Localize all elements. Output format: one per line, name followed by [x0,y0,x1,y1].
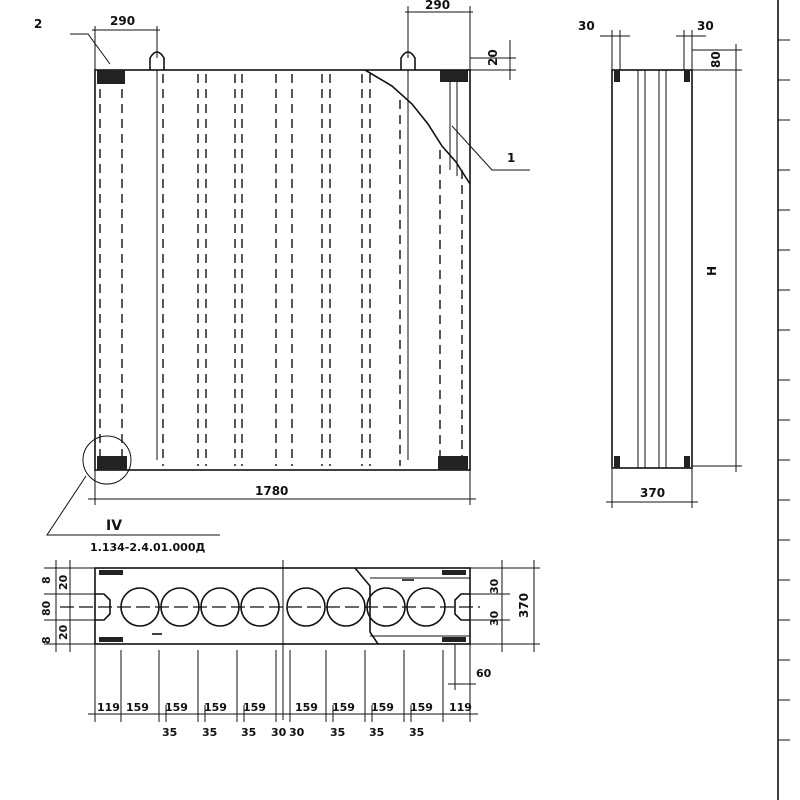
embed-plate [442,637,466,642]
side-dimensions [600,30,742,508]
dim-side-left: 30 [578,19,595,33]
dim-top-offset: 20 [486,49,500,66]
embed-plate [97,456,127,470]
embed-plate [614,456,620,468]
dim-side-width: 370 [640,486,665,500]
front-dimensions [70,6,530,505]
callout-2: 2 [34,17,42,31]
sheet-frame [777,0,790,800]
detail-ref: IV [106,518,122,534]
dim-sec-60: 60 [476,667,492,680]
dim-sec-30-top: 30 [488,578,501,594]
side-view [611,69,693,469]
section-left-dimensions [44,560,95,652]
dim-side-right: 30 [697,19,714,33]
sub-dim-label: 35 [241,726,256,739]
sub-dim-label: 35 [369,726,384,739]
bottom-dim-label: 159 [243,701,266,714]
embed-plate [442,570,466,575]
sub-dim-label: 35 [409,726,424,739]
doc-ref: 1.134-2.4.01.000Д [90,541,205,554]
dim-sec-80: 80 [40,600,53,616]
embed-plate [97,70,125,84]
dim-top-right: 290 [425,0,450,12]
bottom-dimension-labels: 119 159 159 159 159 159 159 159 159 119 [97,701,472,714]
front-view [46,51,471,536]
void-circle [286,587,326,627]
embed-plate [99,637,123,642]
dim-sec-370: 370 [517,593,531,618]
dim-sec-8-bot: 8 [40,636,53,644]
bottom-dim-label: 119 [97,701,120,714]
bottom-dim-label: 159 [332,701,355,714]
bottom-dim-label: 159 [204,701,227,714]
bottom-dimension-chain [88,644,478,722]
bottom-dim-label: 159 [295,701,318,714]
section-right-dimensions [470,560,540,652]
detail-circle [82,435,132,485]
section-view [60,560,480,720]
bottom-dim-label: 159 [165,701,188,714]
embed-plate [438,456,468,470]
bottom-dim-label: 159 [410,701,433,714]
embed-plate [99,570,123,575]
dim-height: H [705,266,719,276]
dim-sec-30-bot: 30 [488,610,501,626]
bottom-dim-label: 119 [449,701,472,714]
embed-plate [684,456,690,468]
sub-dim-label: 35 [202,726,217,739]
sub-dim-label: 35 [330,726,345,739]
embed-plate [684,70,690,82]
dim-sec-20-bot: 20 [57,624,70,640]
sub-dim-label: 30 [289,726,305,739]
dim-top-left: 290 [110,14,135,28]
dim-side-top: 80 [709,51,723,68]
bottom-dim-label: 159 [371,701,394,714]
dim-sec-8-top: 8 [40,576,53,584]
embed-plate [614,70,620,82]
sub-dim-label: 30 [271,726,287,739]
dim-60-lines [448,644,476,690]
callout-1: 1 [507,151,515,165]
dim-sec-20-top: 20 [57,574,70,590]
embed-plate [440,70,468,82]
bottom-dim-label: 159 [126,701,149,714]
sub-dim-label: 35 [162,726,177,739]
dim-total-length: 1780 [255,484,288,498]
